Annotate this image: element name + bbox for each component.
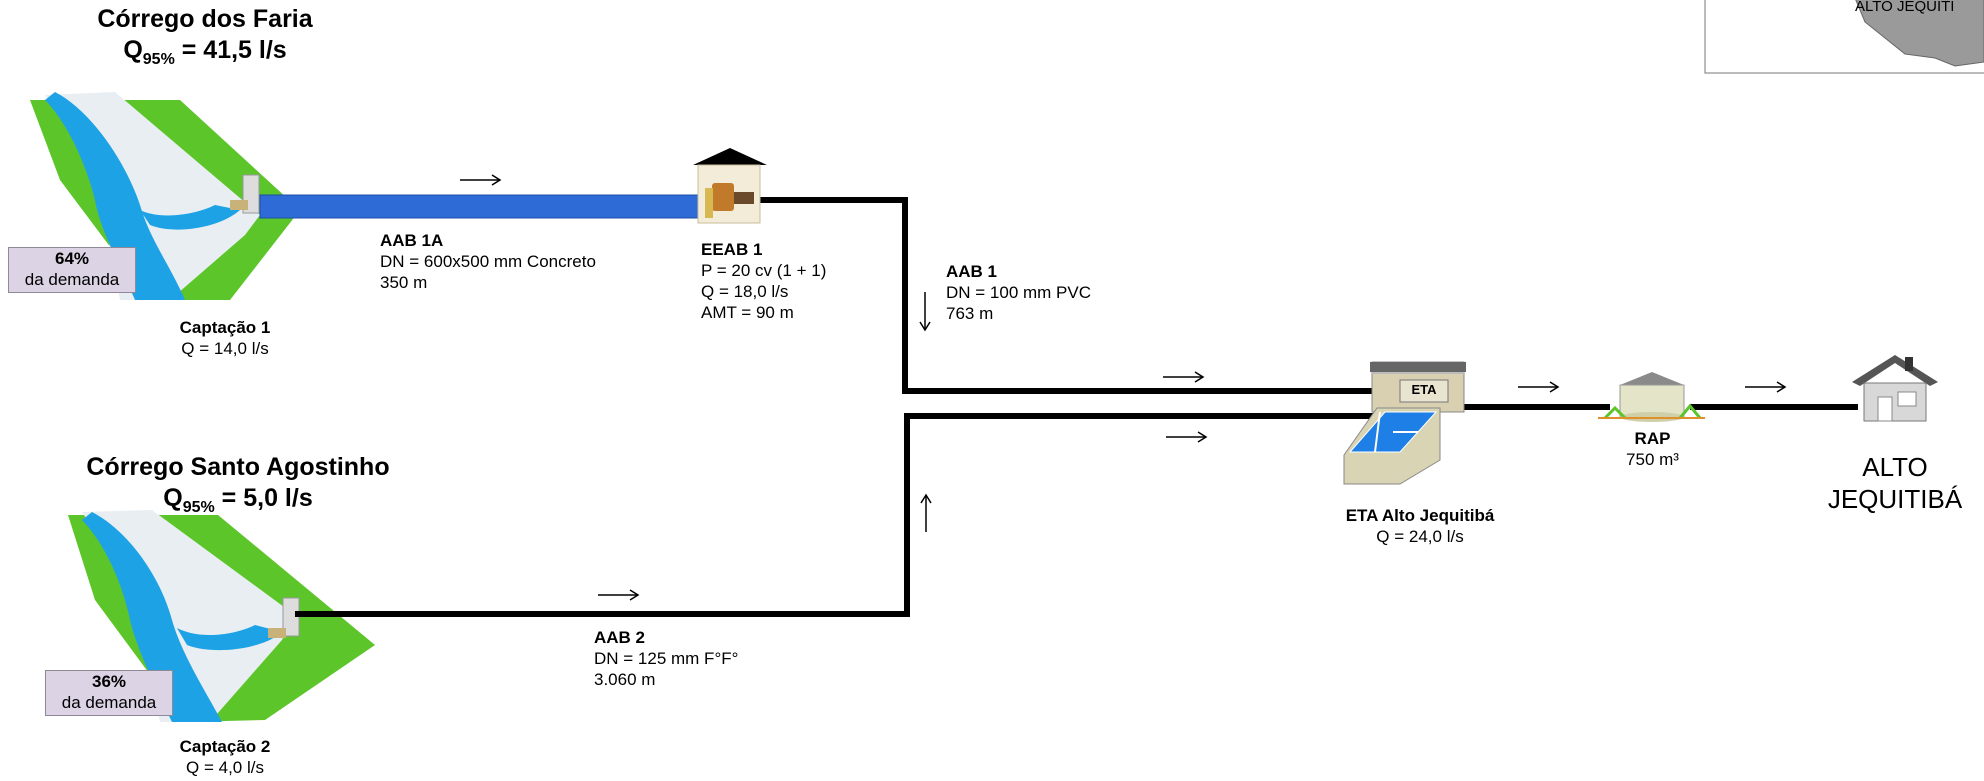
arrow-right-icon: [1745, 381, 1787, 393]
treatment-plant-icon: [1343, 361, 1466, 485]
pipe-aab2-label: AAB 2 DN = 125 mm F°F° 3.060 m: [594, 628, 739, 689]
intake-2-illustration: [68, 510, 375, 722]
source-1-flow: Q95% = 41,5 l/s: [123, 36, 287, 68]
source-2-title: Córrego Santo Agostinho Q95% = 5,0 l/s: [58, 452, 418, 523]
pipe-aab1-label: AAB 1 DN = 100 mm PVC 763 m: [946, 262, 1092, 323]
reservoir-icon: [1598, 372, 1705, 422]
treatment-plant-label: ETA Alto Jequitibá Q = 24,0 l/s: [1345, 506, 1495, 546]
source-1-name: Córrego dos Faria: [97, 5, 313, 33]
arrow-right-icon: [1166, 431, 1208, 443]
arrow-right-icon: [1518, 381, 1560, 393]
demand-badge-1: 64% da demanda: [8, 247, 136, 293]
reservoir-label: RAP 750 m³: [1626, 429, 1679, 469]
source-2-name: Córrego Santo Agostinho: [86, 453, 390, 481]
demand-badge-2: 36% da demanda: [45, 670, 173, 716]
intake-1-illustration: [30, 92, 300, 300]
pipe-aab2: [295, 413, 1378, 617]
intake-1-label: Captação 1 Q = 14,0 l/s: [179, 318, 271, 358]
inset-map-label: ALTO JEQUITI: [1855, 0, 1955, 15]
city-label: ALTO JEQUITIBÁ: [1827, 452, 1963, 514]
arrow-up-icon: [920, 493, 932, 532]
pipe-aab1: [760, 197, 1378, 394]
arrow-right-icon: [598, 589, 640, 601]
treatment-plant-badge: ETA: [1411, 382, 1437, 397]
arrow-right-icon: [460, 174, 502, 186]
pipe-aab1a: [259, 194, 701, 219]
house-icon: [1852, 355, 1938, 422]
pump-station-icon: [693, 148, 767, 224]
pump-station-label: EEAB 1 P = 20 cv (1 + 1) Q = 18,0 l/s AM…: [701, 240, 827, 322]
arrow-right-icon: [1163, 371, 1205, 383]
source-1-title: Córrego dos Faria Q95% = 41,5 l/s: [40, 4, 370, 75]
source-2-flow: Q95% = 5,0 l/s: [163, 484, 313, 516]
pipe-aab1a-label: AAB 1A DN = 600x500 mm Concreto 350 m: [380, 231, 596, 292]
intake-2-label: Captação 2 Q = 4,0 l/s: [179, 737, 271, 777]
inset-map: [1704, 0, 1984, 74]
arrow-down-icon: [919, 292, 931, 332]
